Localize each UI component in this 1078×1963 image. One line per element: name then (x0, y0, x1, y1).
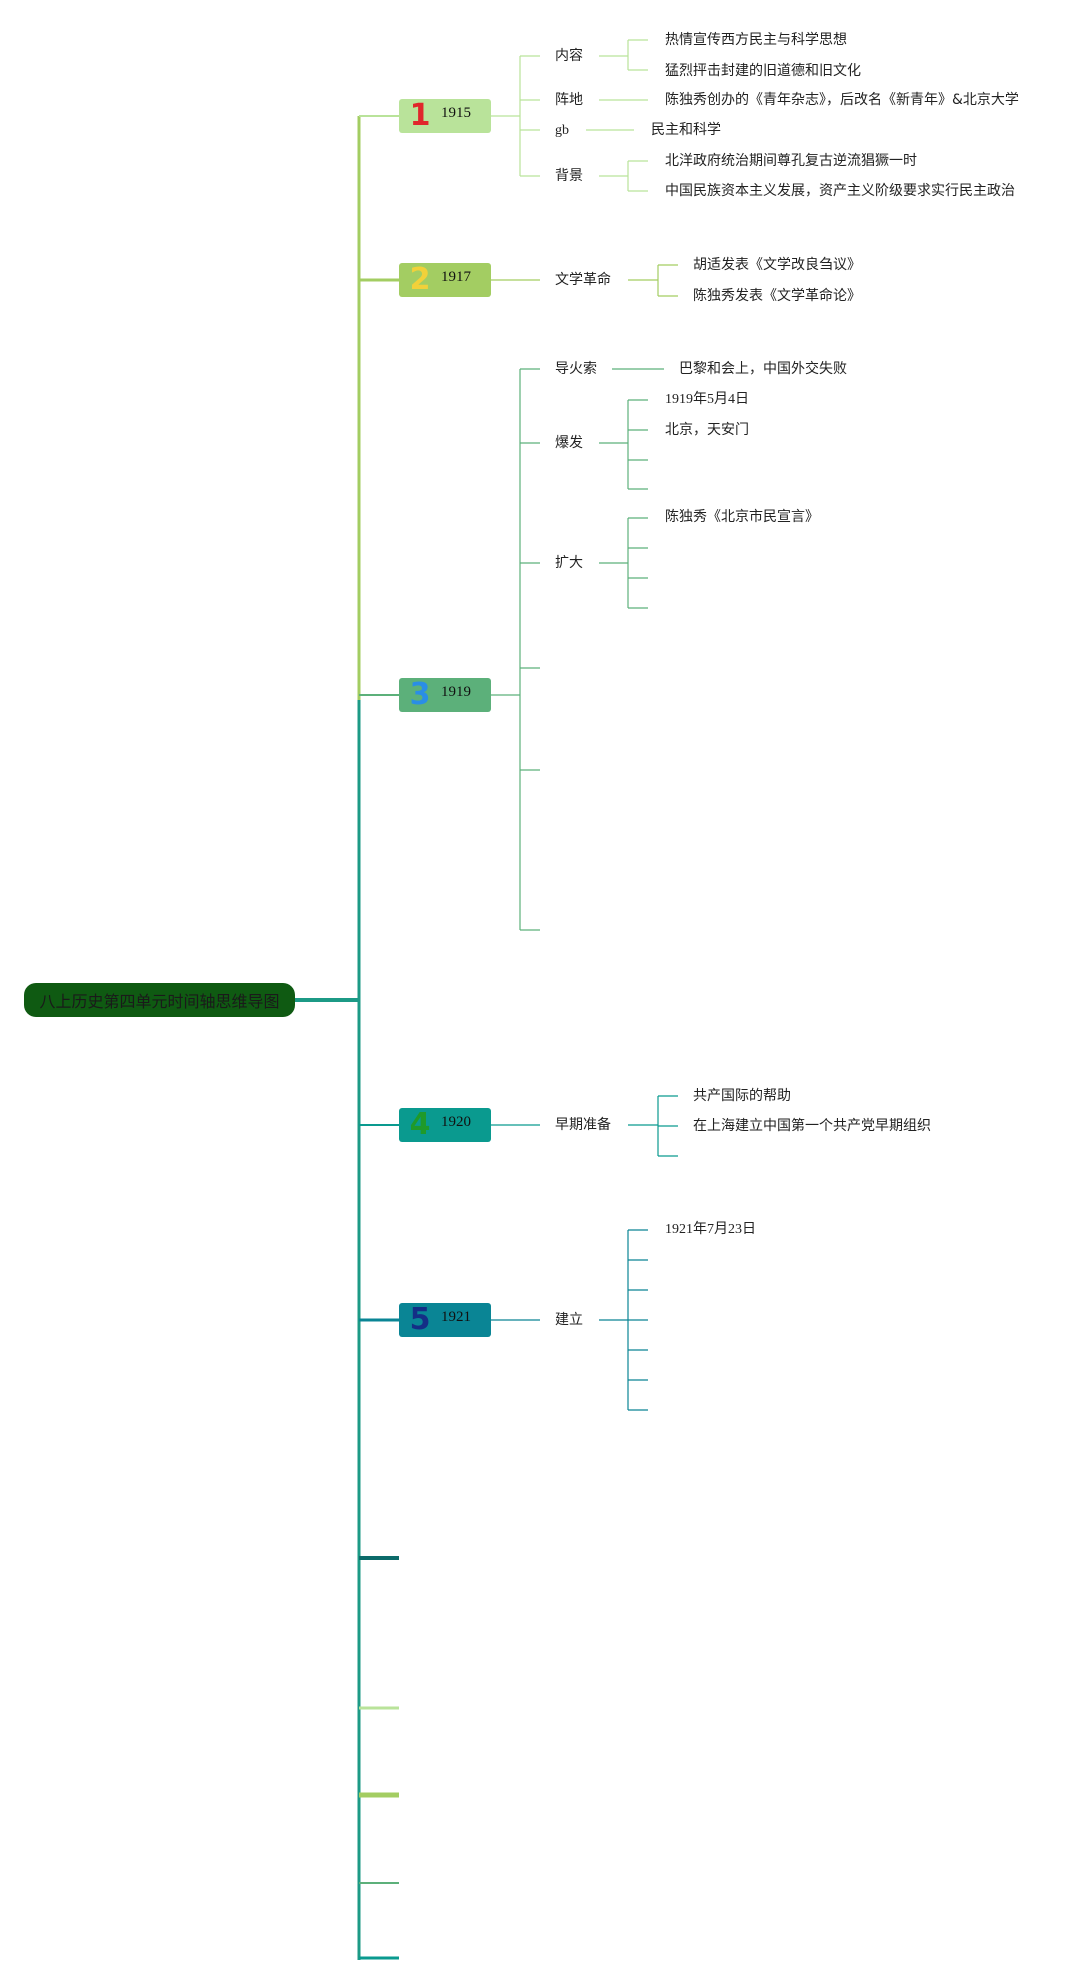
topic-base[interactable]: 阵地 (555, 92, 583, 108)
year-node-1920[interactable]: 4 1920 (399, 1108, 491, 1142)
subtopic-found-1[interactable]: 1921年7月23日 (665, 1222, 756, 1237)
year-label: 1917 (441, 268, 471, 285)
subtopic-content-2[interactable]: 猛烈抨击封建的旧道德和旧文化 (665, 63, 861, 79)
subtopic-background-2[interactable]: 中国民族资本主义发展，资产主义阶级要求实行民主政治 (665, 183, 1015, 199)
root-title: 八上历史第四单元时间轴思维导图 (39, 992, 280, 1011)
subtopic-rev-2[interactable]: 陈独秀发表《文学革命论》 (693, 288, 861, 304)
subtopic-prep-2[interactable]: 在上海建立中国第一个共产党早期组织 (693, 1118, 931, 1134)
year-label: 1920 (441, 1113, 471, 1130)
subtopic-content-1[interactable]: 热情宣传西方民主与科学思想 (665, 32, 847, 48)
subtopic-gb-1[interactable]: 民主和科学 (651, 122, 721, 138)
number-badge: 4 (409, 1107, 431, 1142)
year-node-1915[interactable]: 1 1915 (399, 99, 491, 133)
number-badge: 2 (409, 262, 431, 297)
topic-background[interactable]: 背景 (555, 168, 583, 184)
number-badge: 5 (409, 1302, 431, 1337)
year-label: 1919 (441, 683, 471, 700)
subtopic-expand-1[interactable]: 陈独秀《北京市民宣言》 (665, 509, 819, 525)
year-label: 1921 (441, 1308, 471, 1325)
subtopic-outbreak-1[interactable]: 1919年5月4日 (665, 392, 749, 407)
subtopic-prep-1[interactable]: 共产国际的帮助 (693, 1088, 791, 1104)
topic-fuse[interactable]: 导火索 (555, 361, 597, 377)
subtopic-rev-1[interactable]: 胡适发表《文学改良刍议》 (693, 257, 861, 273)
number-badge: 1 (409, 98, 431, 133)
topic-literary-revolution[interactable]: 文学革命 (555, 272, 611, 288)
year-node-1917[interactable]: 2 1917 (399, 263, 491, 297)
topic-founding[interactable]: 建立 (555, 1312, 583, 1328)
subtopic-fuse-1[interactable]: 巴黎和会上，中国外交失败 (679, 361, 847, 377)
topic-outbreak[interactable]: 爆发 (555, 435, 583, 451)
topic-gb[interactable]: gb (555, 123, 569, 138)
year-label: 1915 (441, 104, 471, 121)
topic-expand[interactable]: 扩大 (555, 555, 583, 571)
year-node-1919[interactable]: 3 1919 (399, 678, 491, 712)
root-topic[interactable]: 八上历史第四单元时间轴思维导图 (24, 983, 295, 1017)
year-node-1921[interactable]: 5 1921 (399, 1303, 491, 1337)
subtopic-base-1[interactable]: 陈独秀创办的《青年杂志》，后改名《新青年》&北京大学 (665, 92, 1019, 108)
subtopic-background-1[interactable]: 北洋政府统治期间尊孔复古逆流猖獗一时 (665, 153, 917, 169)
number-badge: 3 (409, 677, 431, 712)
topic-early-preparation[interactable]: 早期准备 (555, 1117, 611, 1133)
subtopic-outbreak-2[interactable]: 北京，天安门 (665, 422, 749, 438)
topic-content[interactable]: 内容 (555, 48, 583, 64)
